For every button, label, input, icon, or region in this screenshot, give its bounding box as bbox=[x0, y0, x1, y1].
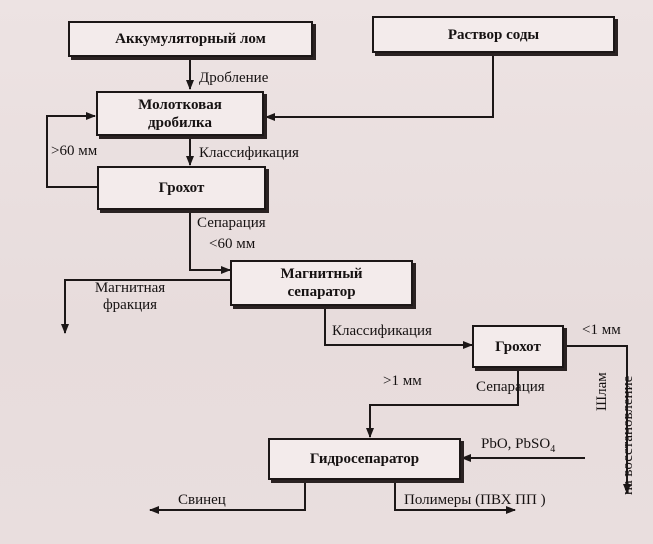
arrow-oversize-recycle bbox=[46, 112, 97, 188]
arrow-screen2-to-hydro bbox=[366, 368, 519, 438]
label-to-recovery: на восстановление bbox=[620, 375, 636, 495]
label-lead: Свинец bbox=[178, 492, 226, 508]
arrow-separator-to-screen2 bbox=[324, 306, 473, 349]
arrow-screen1-to-separator bbox=[189, 210, 231, 274]
box-screen-1: Грохот bbox=[97, 166, 266, 210]
arrow-soda-to-crusher bbox=[265, 54, 494, 121]
arrow-lead bbox=[149, 480, 306, 514]
label-greater-than-1mm: >1 мм bbox=[383, 373, 422, 389]
box-hammer-crusher-line1: Молотковая bbox=[138, 96, 222, 113]
label-magnetic-fraction: Магнитная фракция bbox=[88, 280, 172, 314]
label-pbo-pbso4-text: PbO, PbSO bbox=[481, 436, 551, 452]
box-screen-1-label: Грохот bbox=[158, 180, 205, 196]
label-polymers: Полимеры (ПВХ ПП ) bbox=[404, 492, 546, 508]
arrow-screen2-sludge bbox=[566, 345, 631, 494]
box-battery-scrap-label: Аккумуляторный лом bbox=[115, 31, 266, 47]
label-classification-2: Классификация bbox=[332, 323, 432, 339]
label-sludge: Шлам bbox=[594, 372, 610, 411]
label-magnetic-fraction-line1: Магнитная bbox=[94, 280, 166, 296]
box-screen-2: Грохот bbox=[472, 325, 564, 368]
label-less-than-1mm: <1 мм bbox=[582, 322, 621, 338]
label-separation-1: Сепарация bbox=[197, 215, 266, 231]
box-hydroseparator-label: Гидросепаратор bbox=[309, 451, 420, 467]
box-hammer-crusher-line2: дробилка bbox=[148, 114, 212, 131]
label-pbo-pbso4: PbO, PbSO4 bbox=[481, 436, 555, 458]
box-magnetic-separator-line1: Магнитный bbox=[280, 266, 363, 282]
label-pbo-pbso4-subscript: 4 bbox=[550, 444, 556, 455]
box-magnetic-separator-line2: сепаратор bbox=[287, 284, 356, 300]
box-battery-scrap: Аккумуляторный лом bbox=[68, 21, 313, 57]
arrow-magnetic-fraction bbox=[61, 279, 230, 334]
box-soda-solution: Раствор соды bbox=[372, 16, 615, 53]
box-hammer-crusher: Молотковая дробилка bbox=[96, 91, 264, 136]
box-screen-2-label: Грохот bbox=[495, 338, 541, 355]
label-undersize: <60 мм bbox=[209, 236, 256, 252]
label-classification-1: Классификация bbox=[199, 145, 299, 161]
box-magnetic-separator: Магнитный сепаратор bbox=[230, 260, 413, 306]
label-magnetic-fraction-line2: фракция bbox=[102, 297, 158, 313]
box-soda-solution-label: Раствор соды bbox=[447, 26, 540, 43]
label-separation-2: Сепарация bbox=[476, 379, 545, 395]
label-oversize: >60 мм bbox=[51, 143, 98, 159]
box-hydroseparator: Гидросепаратор bbox=[268, 438, 461, 480]
label-crushing: Дробление bbox=[199, 70, 269, 86]
arrow-polymers bbox=[394, 480, 516, 514]
